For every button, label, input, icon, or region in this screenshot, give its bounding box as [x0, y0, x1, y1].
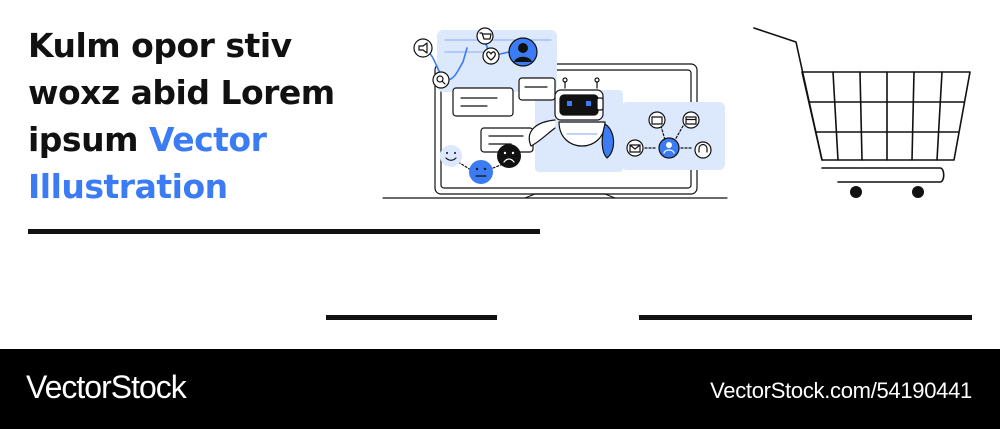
divider-short-left	[326, 315, 497, 320]
neutral-face-icon	[469, 160, 493, 184]
smile-icon	[440, 145, 462, 167]
footer-bar: VectorStock VectorStock.com/54190441	[0, 349, 1000, 429]
megaphone-icon	[413, 38, 433, 58]
card-icon	[682, 111, 700, 129]
headline-accent: Vector Illustration	[28, 120, 267, 206]
chat-bubble	[452, 87, 514, 117]
headline-text: Kulm opor stiv woxz abid Lorem ipsum	[28, 26, 335, 159]
user-icon	[658, 137, 680, 159]
brand-logo: VectorStock	[26, 369, 187, 405]
store-icon	[648, 111, 666, 129]
image-reference: VectorStock.com/54190441	[710, 378, 972, 403]
divider-short-right	[639, 315, 972, 320]
sad-face-icon	[497, 144, 521, 168]
chatbot-laptop-illustration	[382, 27, 728, 199]
cart-icon	[476, 27, 494, 45]
heart-icon	[482, 47, 500, 65]
robot-icon	[528, 77, 615, 159]
headline: Kulm opor stiv woxz abid Lorem ipsum Vec…	[28, 22, 358, 210]
shopping-cart-icon	[753, 27, 971, 198]
headset-icon	[694, 141, 712, 159]
mail-icon	[626, 139, 644, 157]
search-icon	[432, 71, 450, 89]
user-avatar-icon	[508, 37, 538, 67]
chat-bubble	[518, 77, 556, 101]
divider-long	[28, 229, 540, 234]
